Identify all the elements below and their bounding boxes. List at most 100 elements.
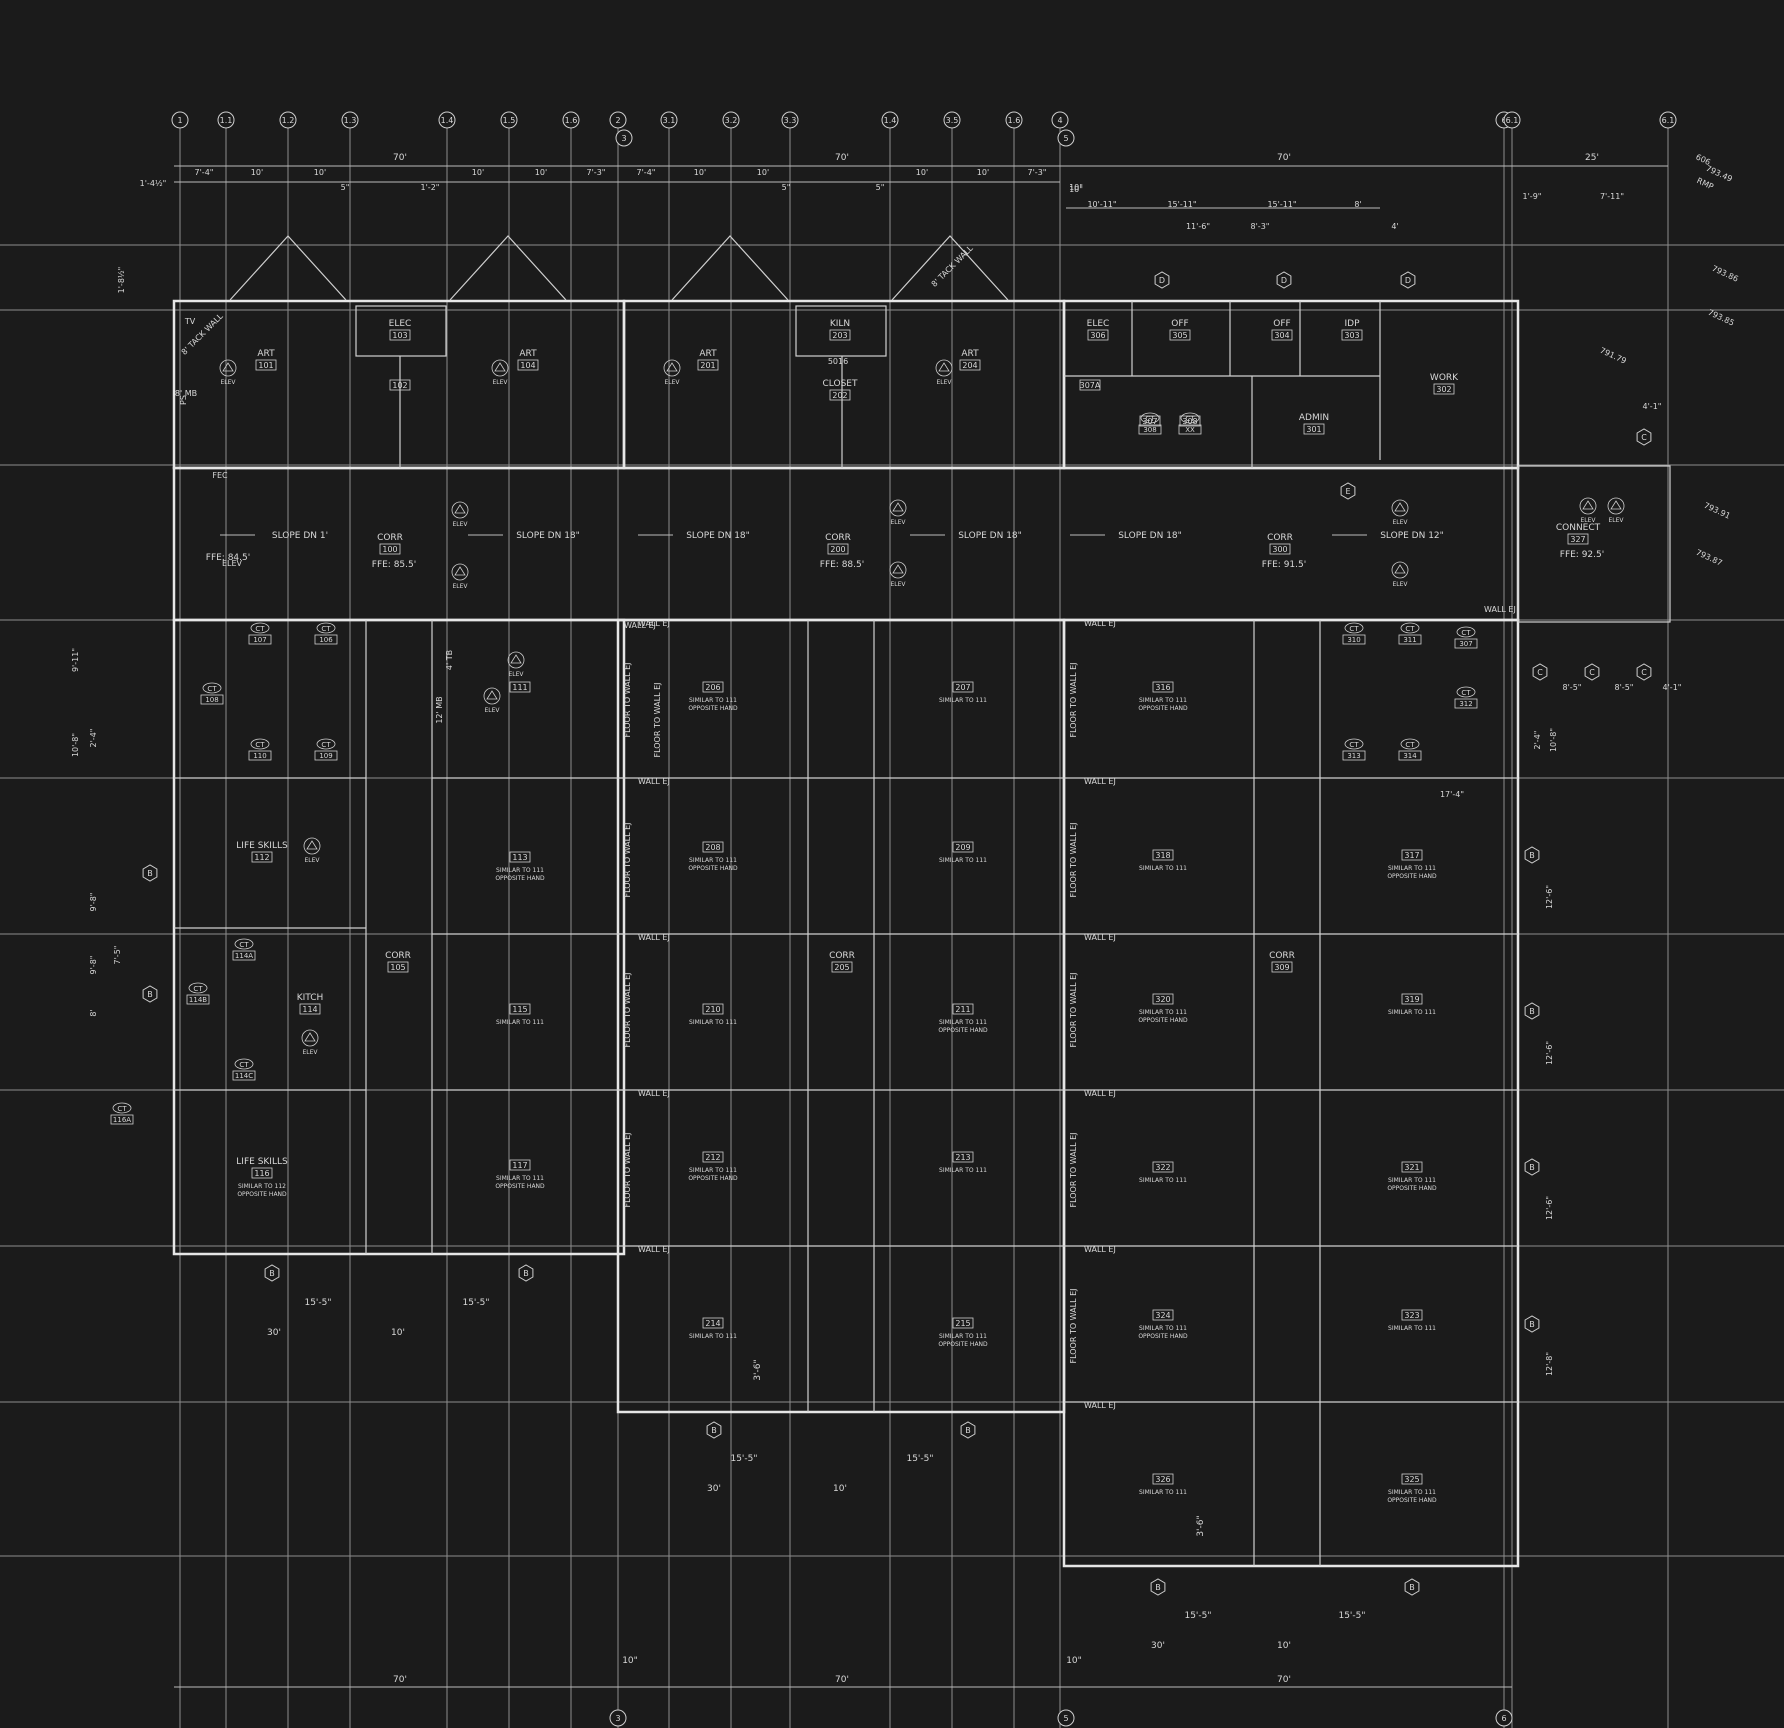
room-number: 327 [1570, 535, 1585, 544]
elevator-symbol [491, 359, 509, 377]
grid-bubble [171, 111, 189, 129]
slope-note: SLOPE DN 18" [1118, 531, 1182, 541]
bottom-dimension: 3'-6" [1196, 1515, 1206, 1536]
row-marker [1524, 1315, 1540, 1333]
sub-dimension: 10' [251, 168, 263, 177]
room-number-box [1269, 543, 1291, 555]
room-number-box [1139, 415, 1161, 427]
elevator-label: ELEV [1392, 519, 1408, 526]
grid-bubble [781, 111, 799, 129]
room-number-box [1271, 961, 1293, 973]
sub-dimension: 1'-2" [421, 183, 440, 192]
room-number-box [1152, 681, 1174, 693]
sub-dimension: 8'-3" [1251, 222, 1270, 231]
room-number: 115 [512, 1005, 527, 1014]
room-number: 101 [258, 361, 273, 370]
row-marker-label: C [1537, 668, 1543, 677]
ct-number: 110 [253, 752, 266, 760]
grid-bubble-label: 3.1 [663, 116, 676, 125]
sub-dimension: 10' [977, 168, 989, 177]
room-number-box [509, 1003, 531, 1015]
row-marker-label: E [1345, 487, 1350, 496]
room-name: OFF [1273, 319, 1290, 329]
room-number-box [1401, 993, 1423, 1005]
elevator-label: ELEV [220, 379, 236, 386]
side-dimension: 7'-5" [113, 946, 122, 965]
bottom-dimension: 3'-6" [753, 1359, 763, 1380]
room-note: SIMILAR TO 111 [939, 1167, 987, 1174]
room-number: 210 [705, 1005, 720, 1014]
annotation: 4' TB [445, 650, 454, 670]
floor-ej-label: FLOOR TO WALL EJ [623, 1132, 632, 1207]
grid-bubble [660, 111, 678, 129]
room-note: OPPOSITE HAND [1138, 1017, 1188, 1024]
side-dimension: 8'-5" [1563, 683, 1582, 692]
row-marker-label: C [1641, 668, 1647, 677]
room-number-box [1152, 849, 1174, 861]
room-note: SIMILAR TO 111 [1388, 1177, 1436, 1184]
ct-tag-label: CT [239, 941, 249, 949]
bottom-dimension: 30' [1151, 1641, 1165, 1651]
row-marker [1524, 1158, 1540, 1176]
ct-tag [250, 622, 270, 634]
spot-elevation: 791.79 [1598, 346, 1627, 366]
room-note: OPPOSITE HAND [495, 875, 545, 882]
room-number-box [952, 681, 974, 693]
spot-elevation: 793.86 [1710, 264, 1739, 284]
sub-dimension: 7'-4" [637, 168, 656, 177]
ct-number-box [1398, 634, 1422, 645]
row-marker [706, 1421, 722, 1439]
grid-bubble-label: 6.1 [1506, 116, 1519, 125]
elevator-symbol [663, 359, 681, 377]
side-dimension: 9'-8" [89, 893, 98, 912]
room-number-box [1401, 1309, 1423, 1321]
side-dimension: 2'-4" [1533, 731, 1542, 750]
room-name: WORK [1430, 373, 1459, 383]
elevator-symbol [1582, 500, 1594, 510]
sub-dimension: 5" [782, 183, 791, 192]
wall-ej-label: WALL EJ [638, 1245, 670, 1254]
row-marker-label: B [1155, 1583, 1161, 1592]
bottom-dimension: 10" [622, 1656, 638, 1666]
room-number-box [1567, 533, 1589, 545]
ct-tag [188, 982, 208, 994]
grid-bubble-label: 1.3 [344, 116, 357, 125]
room-name: CORR [1269, 951, 1295, 961]
room-number-box [1152, 1473, 1174, 1485]
elevator-label: ELEV [664, 379, 680, 386]
room-number: 306 [1090, 331, 1105, 340]
row-marker [1636, 663, 1652, 681]
grid-bubble [881, 111, 899, 129]
room-number-box [1271, 329, 1293, 341]
row-marker-label: B [1529, 851, 1535, 860]
ct-number-box [1342, 750, 1366, 761]
grid-bubble-label: 1.4 [441, 116, 454, 125]
grid-bubble-label: 1.4 [884, 116, 897, 125]
room-number-box [389, 379, 411, 391]
corridor-name: CORR [825, 533, 851, 543]
grid-bubble [1495, 1709, 1513, 1727]
spot-elevation: 793.91 [1702, 501, 1731, 521]
sub-dimension: 10' [757, 168, 769, 177]
room-number: 100 [382, 545, 397, 554]
room-note: SIMILAR TO 111 [689, 857, 737, 864]
side-dimension: 8' [89, 1009, 98, 1016]
grid-bubble-label: 1.6 [1008, 116, 1021, 125]
room-number: 307A [1080, 381, 1101, 390]
elevator-symbol [1391, 499, 1409, 517]
room-note: SIMILAR TO 111 [496, 867, 544, 874]
row-marker-label: C [1641, 433, 1647, 442]
grid-bubble [1057, 129, 1075, 147]
slope-note: SLOPE DN 1' [272, 531, 328, 541]
room-number-box [702, 841, 724, 853]
row-marker [1584, 663, 1600, 681]
elevator-symbol [889, 561, 907, 579]
room-number-box [255, 359, 277, 371]
spot-elevation: 793.85 [1706, 308, 1735, 328]
room-number-box [1152, 1161, 1174, 1173]
grid-bubble-label: 3 [621, 134, 626, 143]
grid-bubble-label: 1.5 [503, 116, 516, 125]
room-note: SIMILAR TO 111 [496, 1019, 544, 1026]
row-marker [1150, 1578, 1166, 1596]
room-note: SIMILAR TO 111 [689, 1167, 737, 1174]
